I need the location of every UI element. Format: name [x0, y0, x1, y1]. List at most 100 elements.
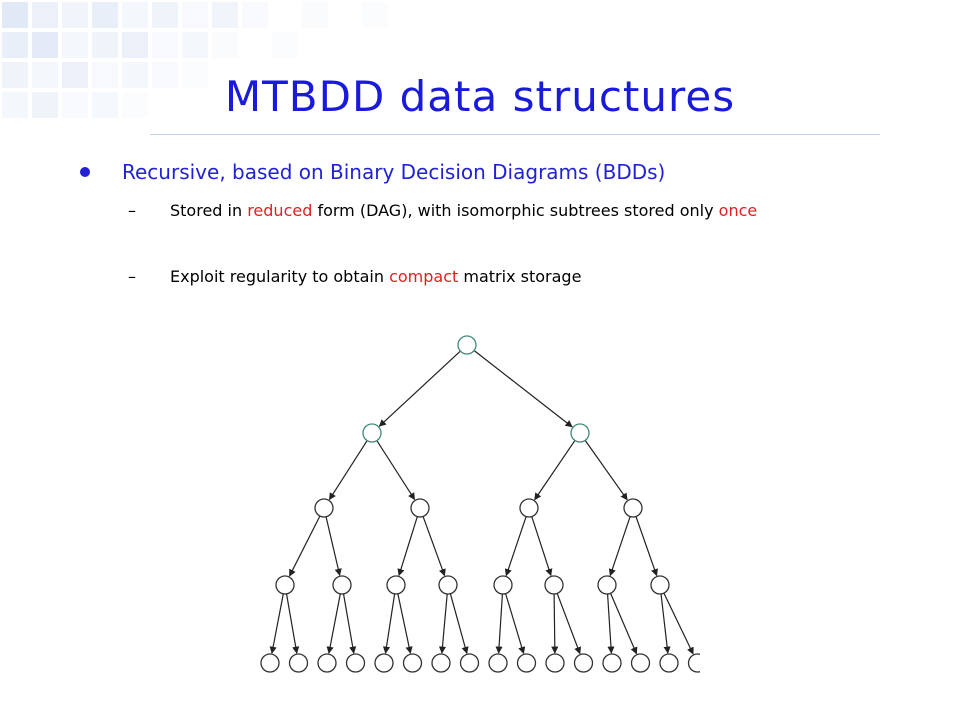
tree-node	[275, 575, 295, 595]
tree-node	[386, 575, 406, 595]
tree-edge	[610, 593, 638, 655]
bg-square	[182, 2, 208, 28]
bg-square	[92, 92, 118, 118]
tree-node	[573, 653, 594, 673]
tree-edge	[438, 593, 448, 654]
tree-node	[597, 575, 617, 595]
title-underline	[150, 134, 880, 135]
text-part: Stored in	[170, 201, 248, 220]
bg-square	[242, 2, 268, 28]
tree-edge	[269, 593, 284, 654]
sub-bullet-dash: –	[128, 267, 136, 286]
bg-square	[32, 32, 58, 58]
bg-square	[152, 32, 178, 58]
tree-edge	[504, 516, 527, 577]
bg-square	[62, 62, 88, 88]
tree-node	[431, 653, 451, 673]
header-background-pattern	[2, 2, 388, 118]
highlight-compact: compact	[389, 267, 459, 286]
tree-node	[402, 653, 423, 673]
tree-edge	[635, 516, 658, 577]
tree-edge	[285, 593, 300, 654]
bg-square	[152, 62, 178, 88]
tree-edge	[342, 593, 357, 654]
tree-node	[362, 423, 382, 443]
bg-square	[92, 2, 118, 28]
bg-square	[122, 32, 148, 58]
bg-square	[2, 62, 28, 88]
highlight-once: once	[718, 201, 758, 220]
tree-node	[570, 423, 590, 443]
tree-node	[659, 653, 679, 673]
tree-node	[374, 653, 394, 673]
bg-square	[2, 92, 28, 118]
tree-node	[650, 575, 670, 595]
tree-edge	[422, 516, 446, 577]
tree-edge	[378, 350, 461, 427]
tree-edge	[531, 516, 553, 577]
bg-square	[62, 32, 88, 58]
tree-edge	[326, 593, 341, 654]
text-part: Exploit regularity to obtain	[170, 267, 390, 286]
tree-node	[438, 575, 458, 595]
bg-square	[32, 2, 58, 28]
bg-square	[62, 92, 88, 118]
bg-square	[32, 62, 58, 88]
tree-node	[459, 653, 480, 673]
tree-node	[519, 498, 539, 518]
bg-square	[182, 32, 208, 58]
bg-square	[2, 32, 28, 58]
tree-edge	[534, 440, 576, 501]
binary-tree-diagram	[260, 335, 700, 673]
tree-edge	[473, 350, 573, 428]
slide-title: MTBDD data structures	[224, 72, 736, 121]
tree-edge	[606, 593, 615, 654]
tree-node	[260, 653, 280, 673]
text-part: form (DAG), with isomorphic subtrees sto…	[312, 201, 719, 220]
tree-node	[544, 575, 564, 595]
bg-square	[2, 2, 28, 28]
bg-square	[32, 92, 58, 118]
tree-edge	[495, 593, 504, 654]
bg-square	[122, 92, 148, 118]
tree-edge	[397, 516, 418, 577]
bg-square	[122, 2, 148, 28]
tree-edge	[505, 593, 526, 655]
main-bullet-text: Recursive, based on Binary Decision Diag…	[122, 160, 666, 184]
sub-bullet-text: Exploit regularity to obtain compact mat…	[170, 266, 830, 288]
tree-node	[493, 575, 513, 595]
text-part: matrix storage	[458, 267, 582, 286]
tree-node	[317, 653, 337, 673]
bg-square	[212, 32, 238, 58]
bg-square	[92, 62, 118, 88]
tree-edge	[328, 440, 368, 501]
tree-edge	[449, 593, 469, 655]
sub-bullet-text: Stored in reduced form (DAG), with isomo…	[170, 200, 830, 222]
tree-edge	[556, 593, 582, 655]
bg-square	[62, 2, 88, 28]
tree-edge	[382, 593, 396, 654]
tree-node	[687, 653, 700, 673]
tree-node	[314, 498, 334, 518]
bg-square	[362, 2, 388, 28]
tree-edge	[325, 516, 342, 576]
tree-edge	[288, 515, 321, 577]
bg-square	[152, 2, 178, 28]
tree-node	[545, 653, 565, 673]
bg-square	[272, 32, 298, 58]
bg-square	[92, 32, 118, 58]
tree-edge	[660, 593, 671, 654]
tree-edge	[551, 593, 559, 654]
tree-node	[488, 653, 508, 673]
tree-node	[623, 498, 643, 518]
tree-node	[602, 653, 622, 673]
tree-edge	[376, 440, 416, 501]
bg-square	[302, 2, 328, 28]
tree-node	[288, 653, 309, 673]
tree-edge	[663, 592, 694, 655]
bg-square	[182, 62, 208, 88]
tree-edge	[584, 440, 628, 501]
bg-square	[122, 62, 148, 88]
tree-edge	[608, 516, 631, 577]
bullet-dot-icon	[80, 167, 90, 177]
